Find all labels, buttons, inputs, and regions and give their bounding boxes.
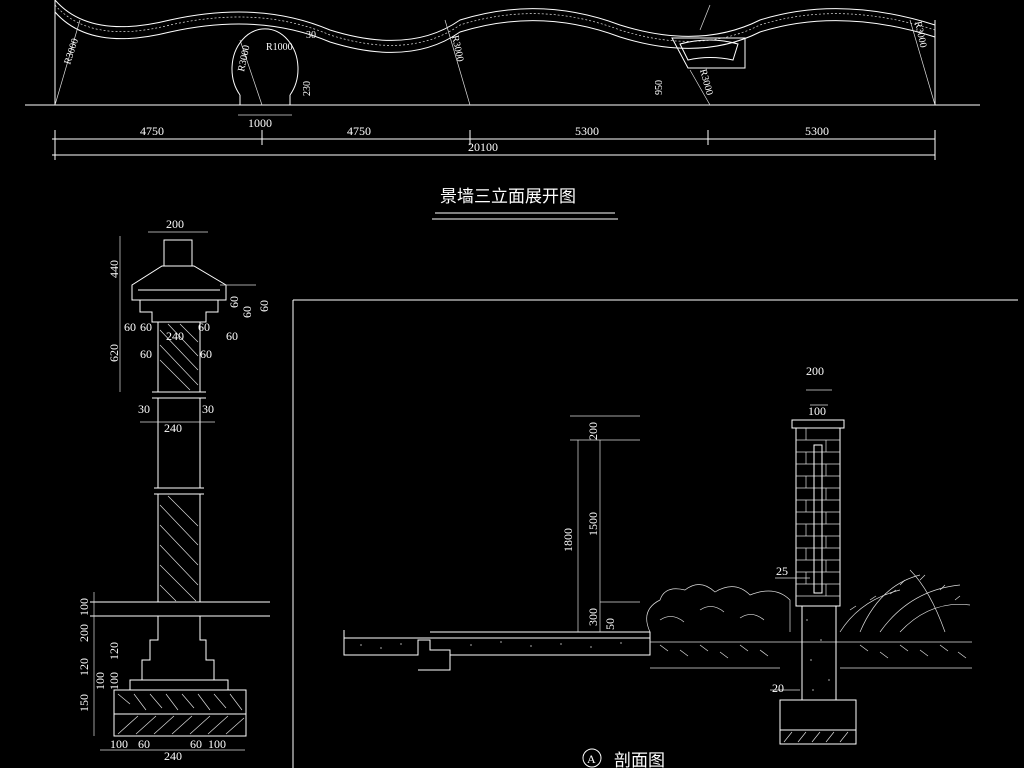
segment-dim: 4750: [140, 124, 164, 138]
base-height-dim: 100: [77, 598, 91, 616]
pier-inner-dim: 100: [808, 404, 826, 418]
pier-top-dim: 200: [806, 364, 824, 378]
section-detail: [343, 389, 972, 745]
lower-left-dim: 60: [140, 347, 152, 361]
radius-label: R3000: [697, 68, 715, 97]
elevation-dimensions: [52, 114, 936, 160]
base-height-dim: 120: [77, 658, 91, 676]
bottom-dim: 60: [138, 737, 150, 751]
base-right-dim: 100: [107, 672, 121, 690]
radius-label: R1000: [266, 42, 293, 53]
small-dim: 1000: [248, 116, 272, 130]
base-height-dim: 100: [93, 672, 107, 690]
upper-right-dim: 60: [198, 320, 210, 334]
segment-dim: 5300: [575, 124, 599, 138]
segment-dim: 5300: [805, 124, 829, 138]
elevation-wall: [25, 0, 980, 106]
section-marker: [582, 748, 602, 768]
upper-left-dim: 60: [140, 320, 152, 334]
upper-left-dim: 60: [124, 320, 136, 334]
bottom-dim: 100: [208, 737, 226, 751]
section-height-dim: 1500: [586, 512, 600, 536]
bottom-dim: 240: [164, 749, 182, 763]
radius-label: R3000: [912, 20, 928, 48]
joint-dim: 25: [776, 564, 788, 578]
elevation-title: 景墙三立面展开图: [440, 187, 576, 207]
base-height-dim: 200: [77, 624, 91, 642]
total-dim: 20100: [468, 140, 498, 154]
section-frame: [292, 299, 1018, 768]
opening-dim: 30: [306, 30, 316, 41]
segment-dim: 4750: [347, 124, 371, 138]
upper-right-dim: 60: [226, 329, 238, 343]
lower-right-dim: 60: [200, 347, 212, 361]
reveal-left-dim: 30: [138, 402, 150, 416]
cap-height-dim: 440: [107, 260, 121, 278]
section-height-dim: 50: [603, 618, 617, 630]
cap-step-dim: 60: [240, 306, 254, 318]
footing-dim: 20: [772, 681, 784, 695]
shaft-width-dim: 240: [164, 421, 182, 435]
section-height-dim: 1800: [561, 528, 575, 552]
radius-label: R3000: [236, 44, 252, 72]
radius-label: R3000: [449, 34, 465, 62]
small-dim: 950: [654, 80, 665, 95]
upper-center-dim: 240: [166, 329, 184, 343]
section-height-dim: 300: [586, 608, 600, 626]
section-title: 剖面图: [614, 751, 665, 768]
radius-label: R3000: [62, 37, 81, 66]
column-detail: [90, 231, 270, 751]
column-top-width: 200: [166, 217, 184, 231]
upper-height-dim: 620: [107, 344, 121, 362]
base-right-dim: 120: [107, 642, 121, 660]
cap-step-dim: 60: [257, 300, 271, 312]
base-height-dim: 150: [77, 694, 91, 712]
section-marker-letter: A: [587, 752, 596, 766]
bottom-dim: 60: [190, 737, 202, 751]
cap-step-dim: 60: [227, 296, 241, 308]
reveal-right-dim: 30: [202, 402, 214, 416]
bottom-dim: 100: [110, 737, 128, 751]
section-height-dim: 200: [586, 422, 600, 440]
small-dim: 230: [302, 81, 313, 96]
